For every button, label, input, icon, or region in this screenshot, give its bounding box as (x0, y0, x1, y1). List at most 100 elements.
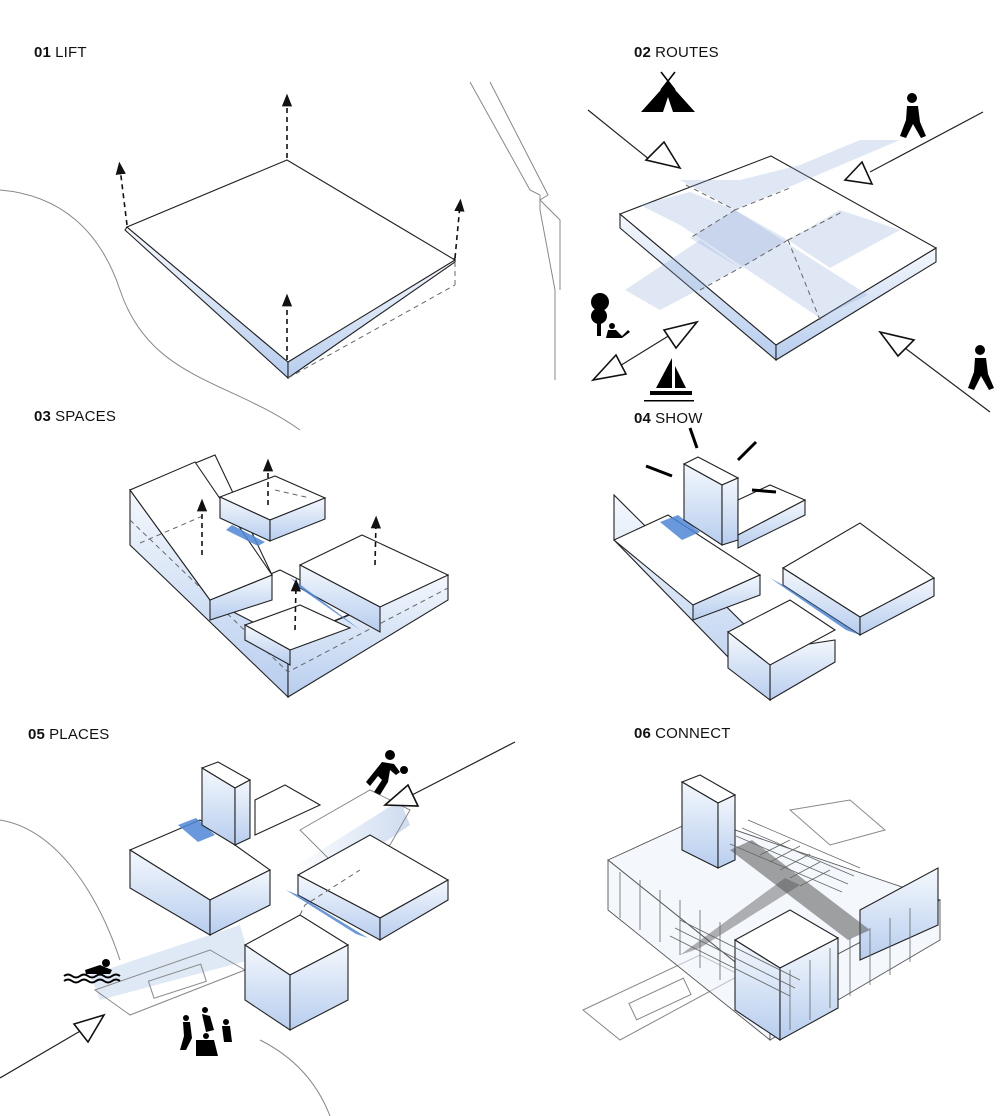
lift-arrow (115, 161, 128, 226)
block-side (692, 574, 761, 621)
route-arrowhead (843, 160, 874, 186)
hidden-lines (139, 489, 311, 544)
route-band (625, 240, 740, 310)
route-arrowhead (72, 1013, 106, 1044)
pool-outline (147, 963, 207, 999)
shadow-strip (226, 525, 265, 546)
route-arrow-line (411, 741, 516, 796)
block-side (737, 499, 806, 549)
route-band (680, 140, 900, 210)
lift-arrow (370, 515, 381, 566)
basketball-player-icon (366, 750, 408, 795)
route-band (788, 210, 900, 268)
pool-outline (628, 977, 692, 1021)
route-arrow-line (587, 109, 651, 161)
block-top (129, 461, 273, 601)
shadow-strip (770, 578, 860, 635)
step-03-title: SPACES (55, 408, 117, 425)
swimmer-icon (63, 959, 121, 984)
shadow-strip (660, 515, 700, 540)
block-side (727, 630, 771, 702)
river-edge-line-2 (489, 81, 561, 290)
step-02-number: 02 (634, 44, 652, 61)
emphasis-stroke (688, 427, 699, 449)
step-04-title: SHOW (655, 410, 703, 427)
block-side (779, 937, 839, 1041)
block-side (379, 879, 449, 941)
lift-arrow (454, 198, 465, 259)
site-curve-line (0, 189, 301, 431)
route-arrow-line (904, 347, 991, 413)
block-side (859, 867, 939, 961)
connector-street (680, 878, 800, 955)
shadow-strip (178, 818, 215, 842)
step-02-title: ROUTES (655, 44, 719, 61)
tower-right (234, 779, 251, 846)
raised-block-right (269, 497, 326, 542)
base-hidden-edge (129, 519, 449, 673)
route-arrowhead (382, 783, 420, 807)
panel-02-routes (587, 71, 994, 413)
step-01-title: LIFT (55, 44, 87, 61)
tent-icon (641, 71, 695, 112)
route-crossing (690, 210, 788, 268)
tree-park-icon (591, 293, 630, 338)
shadow-strip (290, 577, 360, 630)
river-edge-line (469, 81, 556, 380)
site-curve-line (0, 819, 331, 1116)
sailboat-icon (644, 358, 694, 402)
truss-structure (619, 819, 911, 1030)
tower-right (717, 794, 736, 869)
panel-01-lift (0, 81, 561, 431)
shadow-strip (286, 890, 368, 938)
block-side (209, 869, 271, 936)
block-side (289, 944, 349, 1031)
panel-03-spaces (129, 454, 450, 699)
hidden-lines (299, 869, 361, 916)
slab-hidden-edges (287, 262, 456, 379)
step-03-number: 03 (34, 408, 52, 425)
route-arrowhead (590, 353, 628, 382)
emphasis-stroke (645, 464, 673, 478)
court-plate (299, 789, 411, 861)
slab-top-face (618, 155, 938, 346)
block-side (244, 624, 291, 666)
step-05-number: 05 (28, 726, 46, 743)
court-plate (788, 799, 887, 846)
slab-top-face (125, 159, 457, 363)
step-06-title: CONNECT (655, 725, 731, 742)
route-arrow-line (869, 111, 984, 173)
panel-05-places (0, 741, 516, 1116)
step-06-number: 06 (634, 725, 652, 742)
dancers-icon (180, 1007, 232, 1056)
connector-street (730, 840, 870, 940)
step-01-number: 01 (34, 44, 52, 61)
step-04-number: 04 (634, 410, 652, 427)
pedestrian-icon (900, 93, 926, 138)
route-arrowhead (662, 320, 700, 350)
route-arrow-line (0, 1029, 83, 1079)
panel-06-connect (582, 774, 942, 1042)
route-band (640, 192, 868, 318)
emphasis-stroke (736, 440, 758, 462)
block-side (859, 577, 935, 636)
route-edges (685, 184, 843, 321)
emphasis-stroke (751, 488, 777, 494)
route-beam (90, 925, 250, 1000)
panel-04-show (612, 427, 936, 702)
block-top (254, 784, 322, 836)
tower-right (721, 477, 739, 546)
pedestrian-icon (968, 345, 994, 390)
route-arrowhead (644, 140, 682, 170)
lift-arrow (290, 578, 301, 631)
route-arrowhead (878, 330, 916, 358)
step-05-title: PLACES (49, 726, 110, 743)
